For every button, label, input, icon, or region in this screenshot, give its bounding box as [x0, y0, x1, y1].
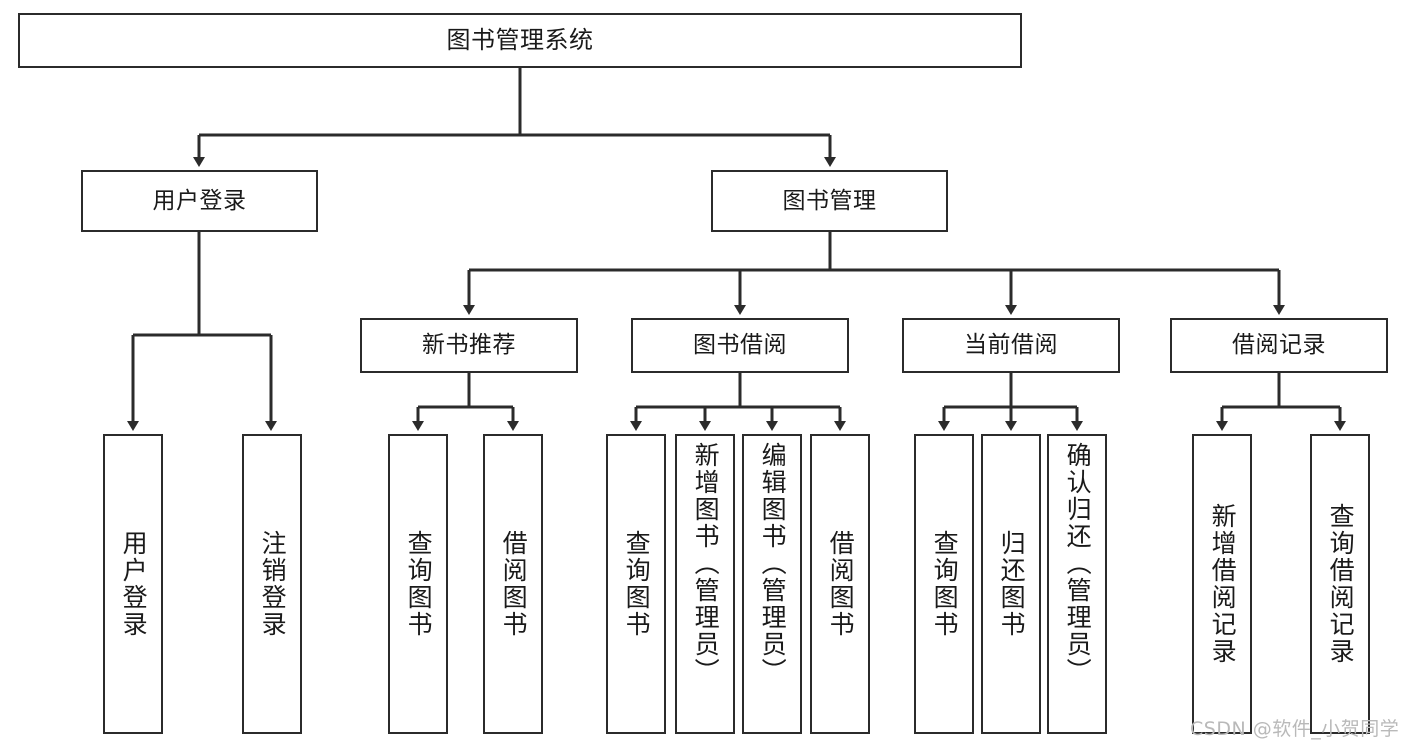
node-leaf-borrow-book-2-label: 借阅图书 [826, 530, 856, 638]
node-new-book-rec[interactable]: 新书推荐 [360, 318, 578, 373]
node-user-login-label: 用户登录 [152, 187, 247, 214]
node-leaf-query-book-1[interactable]: 查询图书 [388, 434, 448, 734]
node-root-label: 图书管理系统 [446, 25, 594, 54]
node-borrow-record[interactable]: 借阅记录 [1170, 318, 1388, 373]
node-current-borrow[interactable]: 当前借阅 [902, 318, 1120, 373]
node-leaf-query-record[interactable]: 查询借阅记录 [1310, 434, 1370, 734]
watermark: CSDN @软件_小贺同学 [1190, 718, 1400, 740]
node-leaf-user-login[interactable]: 用户登录 [103, 434, 163, 734]
node-leaf-logout-login-label: 注销登录 [258, 530, 288, 638]
node-current-borrow-label: 当前借阅 [964, 332, 1058, 359]
node-new-book-rec-label: 新书推荐 [422, 332, 516, 359]
node-book-borrow[interactable]: 图书借阅 [631, 318, 849, 373]
node-leaf-user-login-label: 用户登录 [119, 530, 149, 638]
node-leaf-query-book-3[interactable]: 查询图书 [914, 434, 974, 734]
node-leaf-add-record-label: 新增借阅记录 [1208, 503, 1238, 665]
node-leaf-confirm-return-label: 确认归还（管理员） [1063, 442, 1093, 685]
node-book-manage-label: 图书管理 [782, 187, 877, 214]
node-leaf-logout-login[interactable]: 注销登录 [242, 434, 302, 734]
node-leaf-query-book-3-label: 查询图书 [930, 530, 960, 638]
node-root[interactable]: 图书管理系统 [18, 13, 1022, 68]
node-leaf-borrow-book-1-label: 借阅图书 [499, 530, 529, 638]
node-leaf-edit-book[interactable]: 编辑图书（管理员） [742, 434, 802, 734]
node-leaf-borrow-book-2[interactable]: 借阅图书 [810, 434, 870, 734]
node-leaf-add-record[interactable]: 新增借阅记录 [1192, 434, 1252, 734]
node-leaf-add-book-label: 新增图书（管理员） [691, 442, 721, 685]
node-leaf-query-book-1-label: 查询图书 [404, 530, 434, 638]
node-borrow-record-label: 借阅记录 [1232, 332, 1326, 359]
node-leaf-edit-book-label: 编辑图书（管理员） [758, 442, 788, 685]
node-leaf-borrow-book-1[interactable]: 借阅图书 [483, 434, 543, 734]
node-book-manage[interactable]: 图书管理 [711, 170, 948, 232]
node-leaf-query-book-2[interactable]: 查询图书 [606, 434, 666, 734]
node-leaf-query-book-2-label: 查询图书 [622, 530, 652, 638]
node-book-borrow-label: 图书借阅 [693, 332, 787, 359]
node-user-login[interactable]: 用户登录 [81, 170, 318, 232]
node-leaf-query-record-label: 查询借阅记录 [1326, 503, 1356, 665]
node-leaf-return-book-label: 归还图书 [997, 530, 1027, 638]
node-leaf-return-book[interactable]: 归还图书 [981, 434, 1041, 734]
node-leaf-add-book[interactable]: 新增图书（管理员） [675, 434, 735, 734]
node-leaf-confirm-return[interactable]: 确认归还（管理员） [1047, 434, 1107, 734]
